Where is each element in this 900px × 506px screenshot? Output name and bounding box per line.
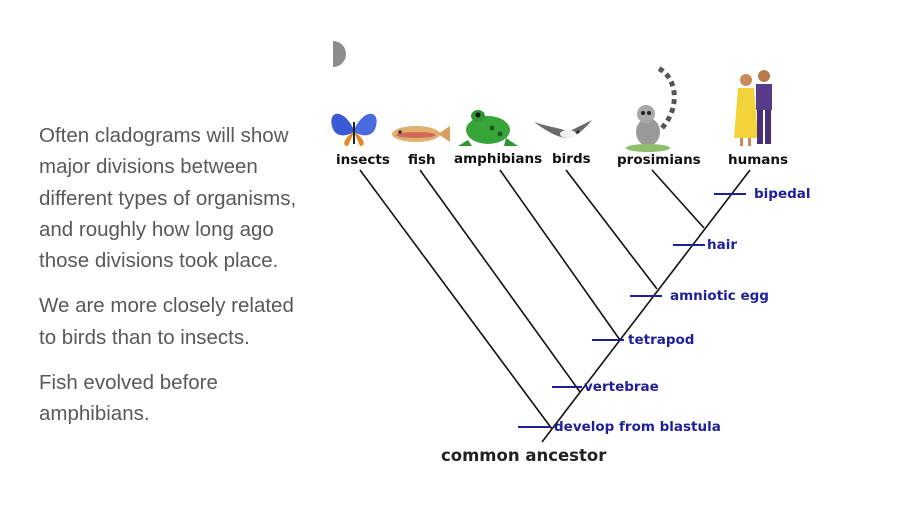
partial-circle-icon	[333, 41, 346, 67]
paragraph-birds-insects: We are more closely related to birds tha…	[39, 294, 294, 349]
branch-insects	[359, 169, 553, 430]
trait-label-develop-from-blastula: develop from blastula	[554, 419, 721, 435]
root-label-common-ancestor: common ancestor	[441, 446, 607, 465]
slide-text: Often cladograms will show major divisio…	[39, 120, 314, 444]
taxon-label-insects: insects	[336, 152, 390, 168]
frog-icon	[458, 110, 518, 146]
trait-label-vertebrae: vertebrae	[584, 379, 659, 395]
fish-icon	[392, 126, 450, 142]
taxon-label-humans: humans	[728, 152, 788, 168]
branch-prosimians	[651, 169, 705, 229]
human-couple-icon	[734, 70, 772, 146]
trait-label-bipedal: bipedal	[754, 186, 811, 202]
main-trunk	[541, 169, 751, 443]
branch-birds	[565, 169, 658, 290]
taxon-label-amphibians: amphibians	[454, 151, 542, 167]
lemur-icon	[626, 65, 677, 152]
branch-amphibians	[499, 169, 621, 341]
branch-fish	[419, 169, 581, 393]
taxon-label-fish: fish	[408, 152, 436, 168]
trait-label-hair: hair	[707, 237, 737, 253]
taxon-label-prosimians: prosimians	[617, 152, 701, 168]
bird-icon	[534, 120, 592, 138]
trait-label-amniotic-egg: amniotic egg	[670, 288, 769, 304]
paragraph-fish-amphibians: Fish evolved before amphibians.	[39, 371, 218, 426]
taxon-label-birds: birds	[552, 151, 591, 167]
paragraph-cladogram-divisions: Often cladograms will show major divisio…	[39, 124, 297, 273]
trait-label-tetrapod: tetrapod	[628, 332, 694, 348]
butterfly-icon	[331, 113, 377, 146]
cladogram: insects fish amphibians birds prosimians…	[331, 41, 811, 465]
